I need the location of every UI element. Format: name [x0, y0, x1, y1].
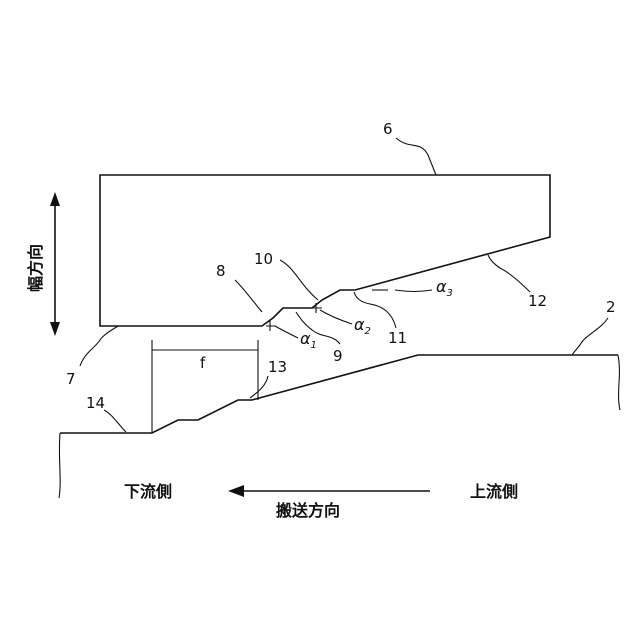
label-alpha2: α2 [354, 315, 371, 337]
label-6: 6 [383, 120, 393, 138]
upper-member-outline [100, 175, 550, 326]
lower-member-outline [60, 355, 618, 433]
width-direction-label: 幅方向 [26, 244, 45, 292]
label-10: 10 [254, 250, 273, 268]
angle-mark-alpha2 [308, 303, 322, 313]
leader-13 [250, 376, 268, 398]
leader-6 [396, 138, 436, 175]
leader-8 [235, 280, 262, 312]
label-f: f [200, 354, 206, 372]
leader-alpha1 [275, 326, 298, 338]
leader-14 [104, 410, 126, 432]
label-9: 9 [333, 347, 343, 365]
label-2: 2 [606, 298, 616, 316]
label-8: 8 [216, 262, 226, 280]
leader-2 [572, 318, 608, 355]
label-alpha3: α3 [436, 277, 453, 299]
label-13: 13 [268, 358, 287, 376]
width-arrow-head-bottom [50, 322, 60, 336]
transport-direction-label: 搬送方向 [276, 501, 340, 520]
lower-member-left-edge [59, 433, 60, 498]
leader-7 [80, 326, 118, 366]
downstream-label: 下流側 [124, 482, 172, 501]
label-11: 11 [388, 329, 407, 347]
upstream-label: 上流側 [470, 482, 518, 501]
width-arrow-head-top [50, 192, 60, 206]
lower-member-right-edge [618, 355, 620, 410]
label-12: 12 [528, 292, 547, 310]
label-7: 7 [66, 370, 76, 388]
leader-alpha2 [320, 310, 352, 324]
leader-12 [488, 255, 530, 292]
leader-10 [280, 260, 318, 300]
leader-alpha3 [395, 290, 432, 292]
transport-arrow-head [228, 485, 244, 497]
label-alpha1: α1 [300, 329, 317, 351]
label-14: 14 [86, 394, 105, 412]
